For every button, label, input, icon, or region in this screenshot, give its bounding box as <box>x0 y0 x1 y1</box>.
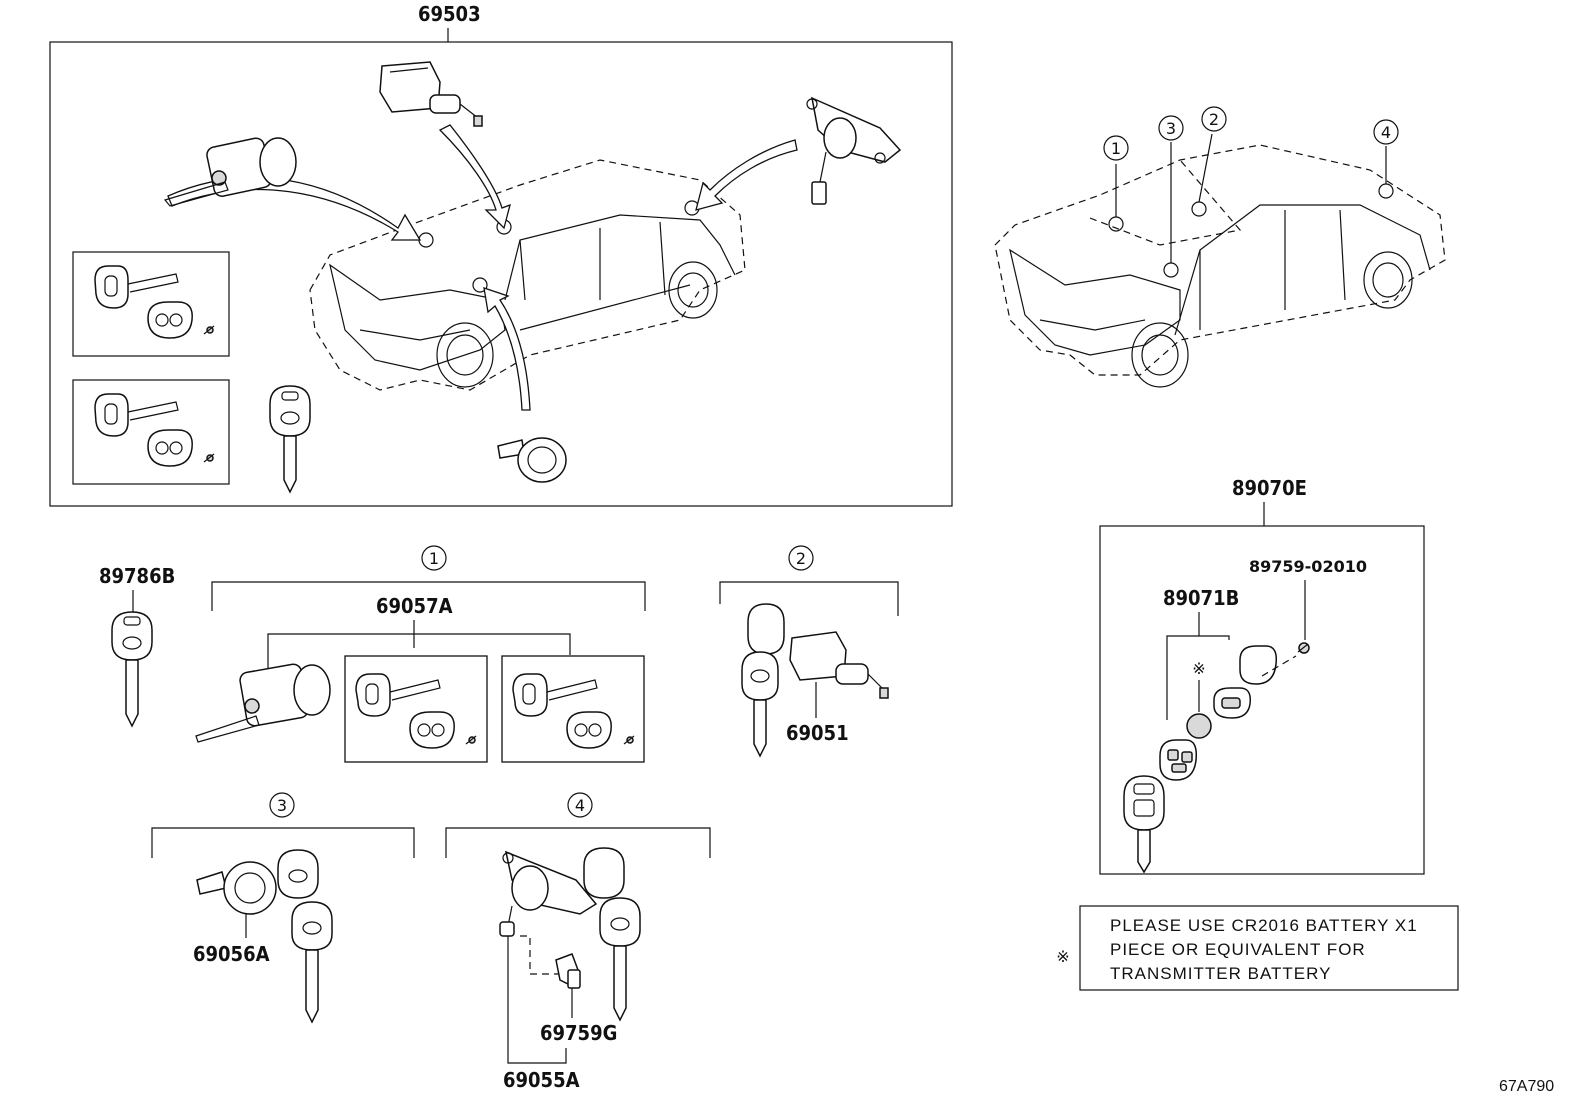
transmitter-key-icon <box>566 711 612 749</box>
part-label-69055A[interactable]: 69055A <box>503 1068 580 1092</box>
car-icon <box>994 144 1446 388</box>
key-icon <box>277 849 333 1024</box>
key-icon <box>355 673 441 717</box>
screw-icon <box>465 735 477 745</box>
figure-code: 67A790 <box>1499 1078 1554 1095</box>
screw-icon <box>623 735 635 745</box>
door-lock-cylinder-icon <box>379 61 483 127</box>
note-line-1: PLEASE USE CR2016 BATTERY X1 <box>1110 916 1418 935</box>
door-lock-cylinder-icon <box>499 850 598 937</box>
door-lock-cylinder-icon <box>806 96 902 205</box>
part-label-69057A[interactable]: 69057A <box>376 594 453 618</box>
transmitter-key-icon <box>409 711 455 749</box>
kit-89070E-frame <box>1099 525 1425 875</box>
ignition-cylinder-icon <box>195 663 331 743</box>
key-set-box <box>72 379 230 485</box>
part-label-89071B[interactable]: 89071B <box>1163 586 1239 610</box>
key-icon <box>583 847 641 1022</box>
arrow-icon <box>695 139 798 211</box>
transmitter-key-icon <box>1159 739 1198 781</box>
door-lock-cylinder-icon <box>789 631 889 699</box>
battery-icon <box>1186 713 1212 739</box>
battery-note: ※ PLEASE USE CR2016 BATTERY X1 PIECE OR … <box>1056 905 1459 991</box>
key-icon <box>269 385 311 494</box>
callout-circle <box>788 545 814 571</box>
screw-icon <box>1297 642 1310 654</box>
key-icon <box>1123 775 1165 874</box>
key-set-box <box>72 251 230 357</box>
transmitter-key-icon <box>1213 645 1297 719</box>
car-icon <box>309 159 746 391</box>
callout-circle <box>567 792 593 818</box>
part-label-69759G[interactable]: 69759G <box>540 1021 617 1045</box>
door-lock-cylinder-icon <box>196 861 277 915</box>
door-lock-cylinder-icon <box>555 953 581 989</box>
callout-circle <box>1103 135 1129 161</box>
group-callout-4: 4 69759G 69055A <box>445 792 711 1092</box>
note-box <box>1079 905 1459 991</box>
kit-69503-frame <box>49 41 953 507</box>
arrow-icon <box>167 176 422 241</box>
note-marker: ※ <box>1192 659 1205 678</box>
group-callout-3-label: 3 <box>277 796 287 815</box>
key-icon <box>512 673 598 717</box>
part-label-89786B[interactable]: 89786B <box>99 564 175 588</box>
callout-circle <box>421 545 447 571</box>
part-label-69056A[interactable]: 69056A <box>193 942 270 966</box>
key-icon <box>111 611 153 728</box>
part-label-69503[interactable]: 69503 <box>418 2 481 26</box>
part-label-89070E[interactable]: 89070E <box>1232 476 1307 500</box>
door-lock-cylinder-icon <box>497 437 567 483</box>
group-callout-2: 2 69051 <box>719 545 899 758</box>
part-label-69051[interactable]: 69051 <box>786 721 849 745</box>
part-label-89759-02010[interactable]: 89759-02010 <box>1249 557 1367 576</box>
note-line-3: TRANSMITTER BATTERY <box>1110 964 1331 983</box>
callout-circle <box>1201 106 1227 132</box>
key-icon <box>741 603 785 758</box>
group-callout-1-label: 1 <box>429 549 439 568</box>
arrow-icon <box>483 287 531 411</box>
ignition-cylinder-icon <box>163 137 297 207</box>
callout-3: 3 <box>1166 119 1176 138</box>
kit-69503: 69503 <box>49 2 953 507</box>
callout-4: 4 <box>1381 123 1391 142</box>
callout-circle <box>1158 115 1184 141</box>
group-callout-2-label: 2 <box>796 549 806 568</box>
group-callout-3: 3 69056A <box>151 792 415 1024</box>
key-89786B: 89786B <box>99 564 175 728</box>
group-callout-1: 1 69057A <box>195 545 646 763</box>
callout-1: 1 <box>1111 139 1121 158</box>
callout-2: 2 <box>1209 110 1219 129</box>
kit-89070E: 89070E 89759-02010 89071B ※ <box>1099 476 1425 875</box>
group-callout-4-label: 4 <box>575 796 585 815</box>
callout-circle <box>1373 119 1399 145</box>
note-symbol: ※ <box>1056 947 1069 966</box>
note-line-2: PIECE OR EQUIVALENT FOR <box>1110 940 1366 959</box>
arrow-icon <box>438 124 511 230</box>
callout-circle <box>269 792 295 818</box>
callout-markers-car: 1 3 2 4 <box>1103 106 1399 263</box>
